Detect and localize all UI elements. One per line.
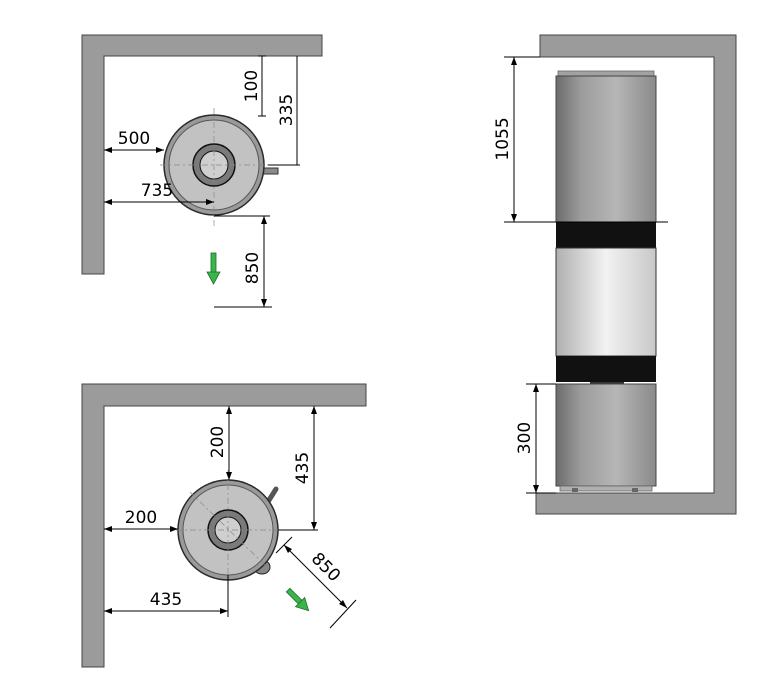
wall-corner-top-left	[81, 34, 323, 275]
top-view-corner-installation: 200 435 200 435 850	[81, 383, 367, 668]
stove-plan-bottom-left	[176, 470, 290, 618]
top-view-wall-installation: 100 335 500 735 850	[81, 34, 323, 308]
stove-glass-door	[555, 247, 657, 357]
stove-band-bottom	[556, 356, 656, 382]
stove-band-top	[556, 222, 656, 248]
direction-arrow-diagonal-icon	[285, 587, 310, 612]
dim-label-200-horizontal: 200	[125, 508, 157, 528]
wall-corner-bottom-left	[81, 383, 367, 668]
dim-label-200-vertical: 200	[208, 426, 228, 458]
stove-lower-body	[555, 383, 657, 487]
dim-label-850-front: 850	[243, 252, 263, 284]
dim-label-735: 735	[141, 181, 173, 201]
dim-label-300: 300	[515, 422, 535, 454]
side-elevation-view: 1055 300	[493, 34, 737, 515]
dim-label-500: 500	[118, 129, 150, 149]
direction-arrow-icon	[206, 252, 221, 285]
dim-label-850-diagonal: 850	[307, 549, 344, 586]
stove-elevation	[555, 70, 657, 492]
dim-label-435-vertical: 435	[293, 452, 313, 484]
stove-plan-top-left	[160, 108, 279, 228]
dim-label-1055: 1055	[493, 117, 513, 160]
dim-label-335: 335	[277, 94, 297, 126]
dim-label-435-horizontal: 435	[150, 590, 182, 610]
dim-label-100: 100	[242, 70, 262, 102]
stove-upper-body	[555, 75, 657, 223]
